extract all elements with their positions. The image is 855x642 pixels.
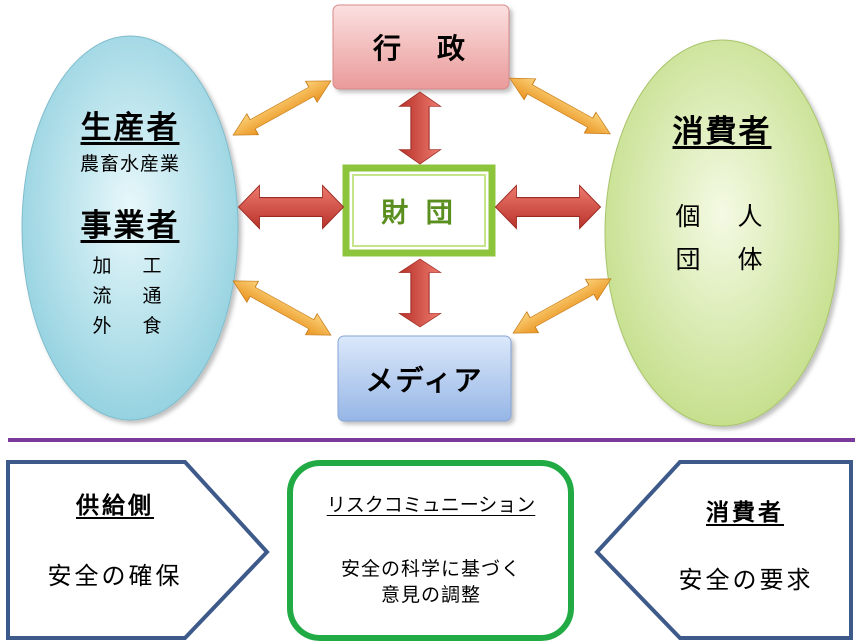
foundation-box-inner [352, 174, 486, 247]
producer-sub: 農畜水産業 [79, 153, 180, 175]
consumer-group: 消費者 個 人 団 体 [632, 106, 812, 274]
orange-arrow-admin-right [503, 67, 617, 145]
orange-arrow-media-right [506, 267, 618, 345]
consumer-demand-title: 消費者 [706, 500, 784, 526]
consumer-item: 団 体 [675, 245, 769, 274]
business-heading: 事業者 [80, 208, 180, 244]
business-item: 外 食 [92, 315, 168, 337]
orange-arrow-left-admin [226, 69, 338, 147]
supply-side-chevron [6, 460, 270, 640]
consumer-heading: 消費者 [672, 114, 772, 150]
risk-communication-title: リスクコミュニーション [326, 494, 536, 516]
business-item: 加 工 [92, 255, 168, 277]
consumer-item: 個 人 [675, 202, 769, 231]
producer-heading: 生産者 [80, 110, 180, 146]
risk-communication-body-1: 安全の科学に基づく [340, 558, 521, 580]
foundation-label: 財 団 [381, 198, 457, 229]
consumer-chevron [594, 460, 853, 640]
consumer-ellipse [604, 39, 840, 427]
business-group: 事業者 加 工 流 通 外 食 [40, 200, 220, 341]
foundation-box [342, 164, 496, 257]
risk-communication-body-2: 意見の調整 [380, 584, 481, 606]
red-arrow-left-foundation [237, 184, 345, 230]
administration-label: 行 政 [372, 32, 469, 65]
supply-side-title: 供給側 [76, 493, 154, 519]
risk-communication-box [287, 460, 574, 641]
orange-arrow-left-media [226, 269, 338, 347]
red-arrow-foundation-media [398, 258, 442, 328]
media-box [337, 335, 512, 422]
red-arrow-foundation-right [494, 184, 602, 230]
consumer-demand-body: 安全の要求 [678, 566, 814, 594]
business-item: 流 通 [92, 285, 168, 307]
media-label: メディア [365, 363, 484, 397]
producer-group: 生産者 農畜水産業 [40, 102, 220, 176]
supply-side-body: 安全の確保 [47, 562, 183, 590]
administration-box [332, 4, 510, 90]
producer-ellipse [21, 35, 239, 421]
red-arrow-admin-foundation [398, 91, 442, 165]
